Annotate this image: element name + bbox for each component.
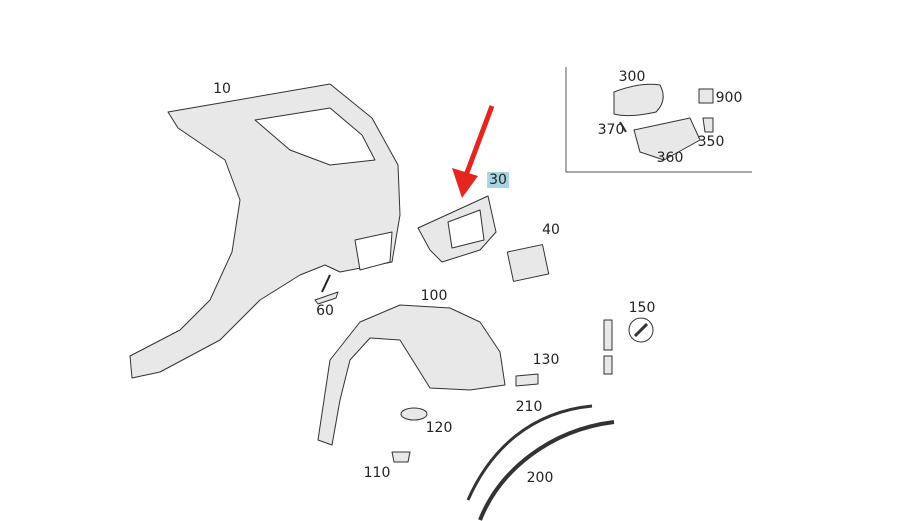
label-part-40: 40 [542, 222, 560, 238]
part-200-trim [478, 420, 615, 521]
label-part-200: 200 [526, 470, 554, 486]
inset-frame [565, 67, 752, 173]
part-370-screw [619, 121, 627, 133]
part-120-clip [400, 407, 428, 421]
label-part-370: 370 [597, 122, 625, 138]
label-part-360: 360 [656, 150, 684, 166]
label-part-150: 150 [628, 300, 656, 316]
part-130-clip [515, 373, 539, 387]
part-40-vent [506, 244, 550, 282]
label-part-300: 300 [618, 69, 646, 85]
part-300-fuel-door [613, 83, 664, 117]
part-60 [314, 291, 339, 305]
red-pointer-arrow [462, 105, 495, 179]
label-part-210: 210 [515, 399, 543, 415]
label-part-100: 100 [420, 288, 448, 304]
label-part-120: 120 [425, 420, 453, 436]
part-150-bolt [603, 319, 613, 351]
part-110-clip [391, 451, 411, 463]
part-360-housing [633, 117, 701, 161]
part-210-trim [466, 404, 593, 501]
part-350-actuator [702, 117, 714, 133]
part-10-window [254, 107, 376, 166]
label-part-10: 10 [213, 81, 231, 97]
label-part-60: 60 [316, 303, 334, 319]
label-part-30-highlighted[interactable]: 30 [487, 172, 509, 188]
label-part-900: 900 [715, 90, 743, 106]
part-10-opening [354, 231, 393, 271]
part-900-plug [698, 88, 714, 104]
part-100-wheel-liner [317, 304, 506, 446]
part-30-window [447, 209, 485, 249]
label-part-110: 110 [363, 465, 391, 481]
label-part-130: 130 [532, 352, 560, 368]
part-150-bolt-2 [603, 355, 613, 375]
label-part-350: 350 [697, 134, 725, 150]
arrow-60 [321, 274, 331, 293]
